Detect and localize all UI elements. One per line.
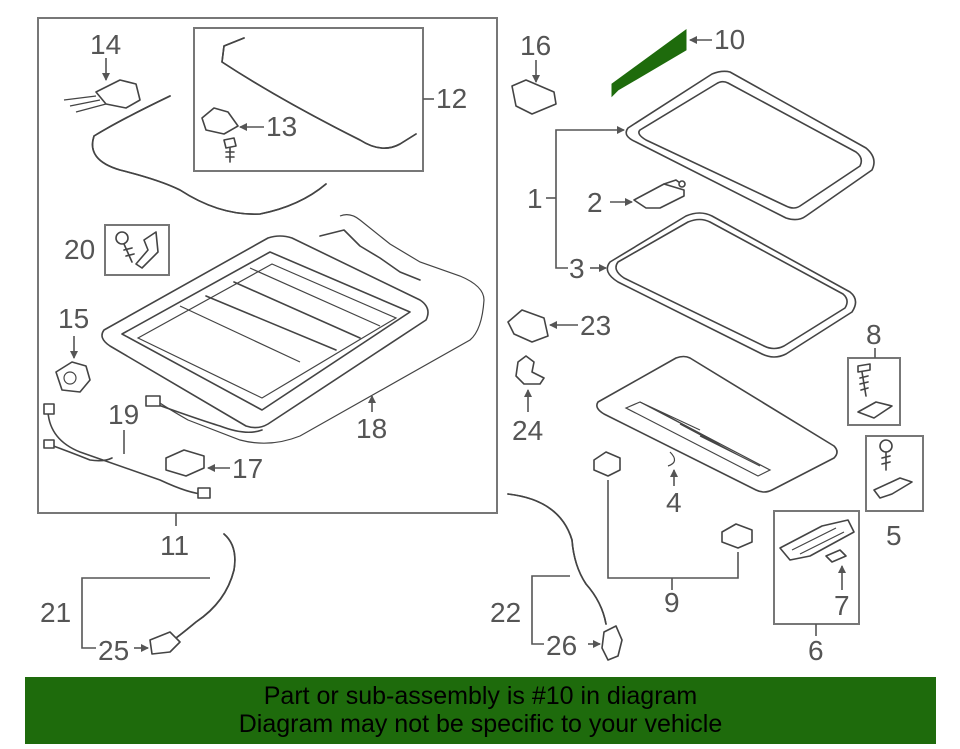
callout-25: 25 [98,635,129,666]
part-18-sunroof-frame[interactable] [101,214,485,444]
part-24-clip[interactable] [515,355,545,385]
notice-line-2: Diagram may not be specific to your vehi… [238,710,723,738]
callout-22: 22 [490,597,521,628]
callout-14: 14 [90,29,121,60]
callout-18: 18 [356,413,387,444]
part-16-bracket[interactable] [511,79,557,115]
part-5-screw-clip[interactable] [873,439,913,499]
callout-11: 11 [160,530,189,561]
callout-15: 15 [58,303,89,334]
part-23-bracket[interactable] [507,309,549,343]
callout-21: 21 [40,597,71,628]
callout-20: 20 [64,234,95,265]
part-1-leader [555,126,625,198]
part-17-control-module[interactable] [165,449,205,477]
assembly-8-box [847,357,901,426]
callout-10: 10 [714,24,745,55]
part-19-wire-harness[interactable] [43,395,263,499]
part-3-leader [555,198,568,269]
part-14-connector[interactable] [63,79,141,113]
part-26-leader [531,612,544,645]
callout-13: 13 [266,111,297,142]
part-1-glass-panel[interactable] [625,70,875,221]
part-9-handle-rear[interactable] [721,523,753,549]
part-9-handle-front[interactable] [593,451,621,477]
callout-7: 7 [834,590,850,621]
part-25-leader [81,612,96,649]
part-10-wind-deflector[interactable] [611,29,687,98]
part-20-bolt-clip[interactable] [115,231,159,269]
part-3-weatherstrip[interactable] [606,212,857,358]
part-22-leader [531,575,570,612]
part-8-screw-clip[interactable] [857,363,893,419]
callout-12: 12 [436,83,467,114]
callout-1: 1 [527,183,543,214]
part-26-grommet[interactable] [601,625,623,661]
callout-2: 2 [587,187,603,218]
callout-17: 17 [232,453,263,484]
callout-16: 16 [520,30,551,61]
callout-4: 4 [666,487,682,518]
part-4-sunshade[interactable] [596,355,838,493]
callout-3: 3 [569,253,585,284]
notice-line-1: Part or sub-assembly is #10 in diagram [263,682,698,710]
callout-5: 5 [886,520,902,551]
part-13-bracket[interactable] [201,107,239,163]
assembly-20-box [104,224,170,276]
callout-6: 6 [808,635,824,666]
assembly-12-box [193,27,424,172]
part-9-leader [607,480,739,579]
callout-24: 24 [512,415,543,446]
part-15-motor[interactable] [55,361,91,393]
callout-26: 26 [546,630,577,661]
part-6-guide-assembly[interactable] [779,519,855,563]
callout-19: 19 [108,399,139,430]
callout-23: 23 [580,310,611,341]
part-25-grommet[interactable] [149,631,181,655]
assembly-11-box [37,17,498,514]
assembly-5-box [865,435,924,512]
callout-9: 9 [664,587,680,618]
notice-banner: Part or sub-assembly is #10 in diagram D… [25,677,936,744]
callout-8: 8 [866,319,882,350]
part-2-bracket[interactable] [633,179,686,209]
part-12-cable[interactable] [221,37,417,149]
part-21-leader [81,577,210,612]
